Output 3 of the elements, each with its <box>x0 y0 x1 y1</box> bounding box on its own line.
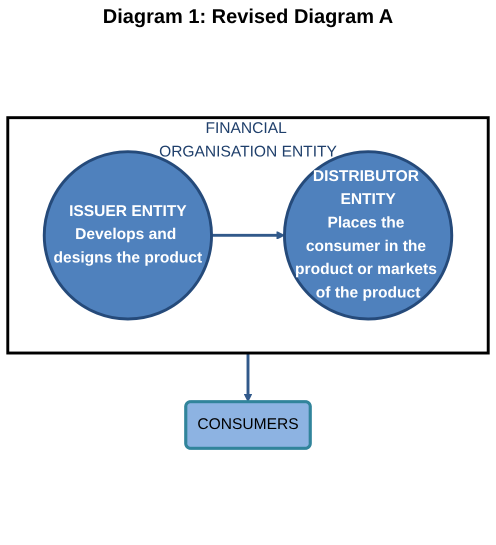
arrow <box>244 353 252 402</box>
arrow <box>212 231 285 240</box>
diagram-title: Diagram 1: Revised Diagram A <box>102 6 394 29</box>
